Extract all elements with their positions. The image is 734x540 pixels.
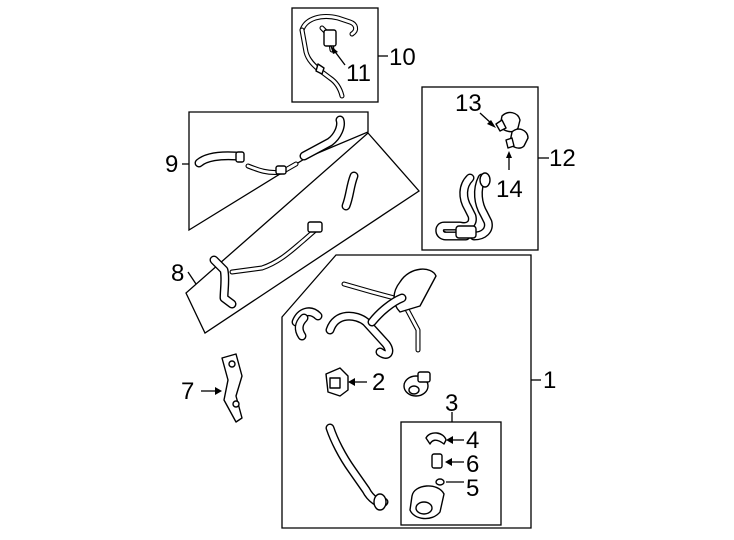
part-connector-14 [505,128,529,149]
callout-7: 7 [181,378,194,405]
callout-5: 5 [466,475,479,502]
callout-8: 8 [171,260,184,287]
callout-1: 1 [543,367,556,394]
part-hose-assembly-1 [291,268,437,359]
group-frame-10 [291,7,379,103]
part-hose-assembly-10 [299,14,359,99]
part-hose-lower [325,423,389,511]
group-frame-3 [400,421,502,526]
part-hose-8 [209,171,359,309]
callout-10: 10 [389,44,416,71]
callout-13: 13 [455,90,482,117]
group-frame-1 [281,254,532,529]
leader-14 [506,151,512,170]
leader-4 [446,436,464,444]
callout-3: 3 [445,390,458,417]
leader-13 [479,112,496,128]
part-valve [403,371,431,397]
callout-6: 6 [466,451,479,478]
leader-8 [187,271,197,285]
callout-9: 9 [165,151,178,178]
group-frame-8 [185,132,420,334]
part-thermostat-housing [409,485,445,520]
callout-11: 11 [346,60,371,87]
callout-12: 12 [549,145,576,172]
part-fitting-2 [325,367,349,397]
leader-2 [348,378,367,386]
leader-6 [445,458,464,466]
group-frame-9 [188,111,369,232]
group-frame-12 [421,86,539,251]
part-fitting-6 [431,453,443,469]
part-hose-9 [194,115,345,175]
part-clip-4 [425,432,447,445]
leader-7 [201,387,222,395]
part-connector-13 [495,111,521,133]
part-bracket-7 [221,353,243,423]
callout-2: 2 [372,369,385,396]
callout-14: 14 [496,176,523,203]
part-hose-12 [435,172,493,241]
leader-11 [330,45,346,66]
part-oring-5 [435,478,445,486]
callout-4: 4 [466,427,479,454]
